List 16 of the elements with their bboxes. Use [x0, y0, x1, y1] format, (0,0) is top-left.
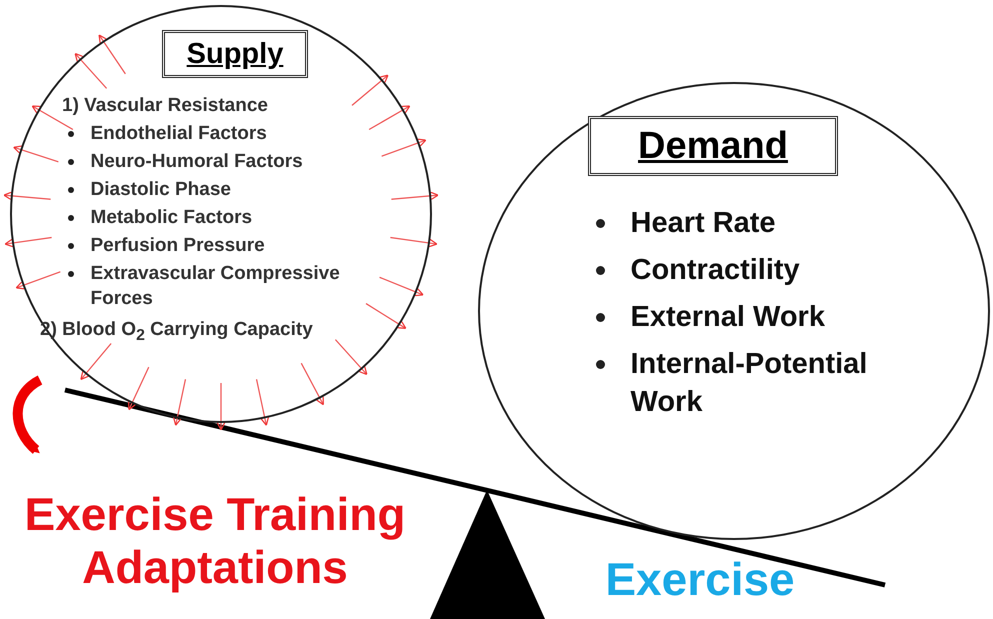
bullet-item: Diastolic Phase [90, 178, 232, 202]
heading-box: Supply [162, 30, 308, 78]
bullet-item: External Work [630, 300, 826, 335]
bullet-item: Metabolic Factors [90, 206, 254, 230]
circle-panel [478, 82, 990, 540]
bullet-item: Internal-Potential Work [630, 347, 868, 420]
heading-box: Demand [588, 116, 838, 176]
caption-text: Exercise Training Adaptations [24, 488, 406, 594]
list-heading: 1) Vascular Resistance [62, 94, 269, 118]
bullet-item: Extravascular Compressive Forces [90, 262, 341, 311]
bullet-item: Endothelial Factors [90, 122, 268, 146]
bullet-item: Perfusion Pressure [90, 234, 266, 258]
bullet-item: Heart Rate [630, 206, 777, 241]
bullet-item: Neuro-Humoral Factors [90, 150, 304, 174]
bullet-item: Contractility [630, 253, 801, 288]
caption-text: Exercise [604, 553, 796, 606]
